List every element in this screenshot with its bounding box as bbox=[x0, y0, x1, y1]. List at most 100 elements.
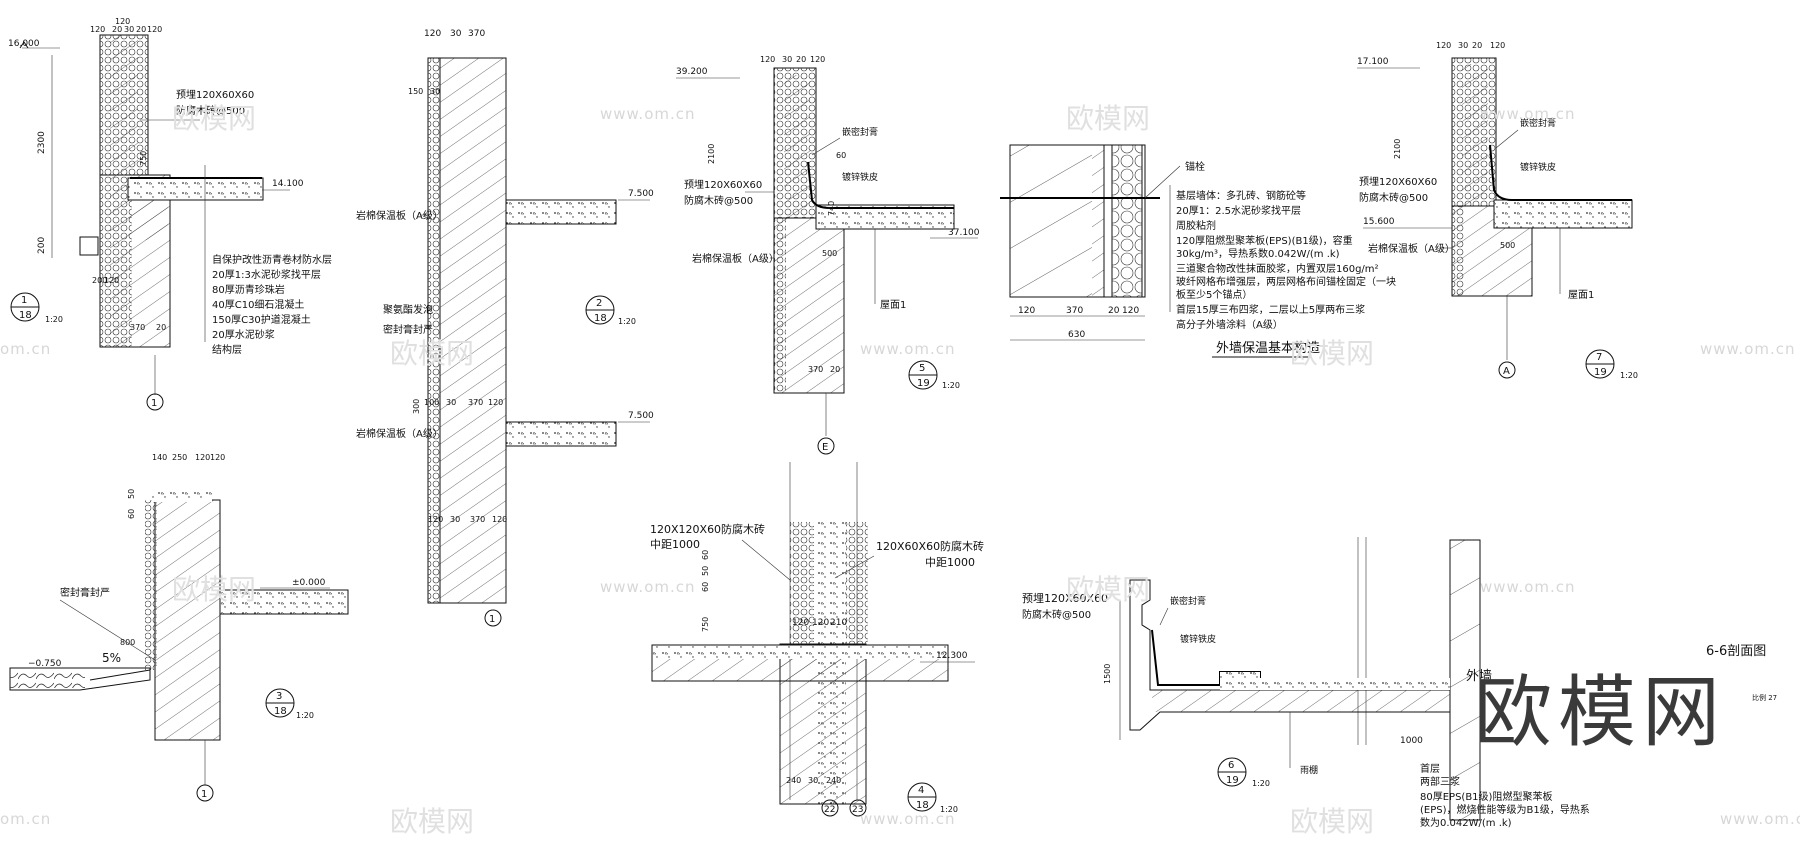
label-zinc: 镀锌铁皮 bbox=[842, 171, 878, 183]
label-seal: 嵌密封膏 bbox=[842, 126, 878, 138]
label-right-2: 中距1000 bbox=[925, 556, 975, 569]
dim: 120 bbox=[424, 29, 441, 39]
insulation-board bbox=[428, 58, 440, 603]
dim: 120 bbox=[812, 618, 829, 628]
watermark-brand: 欧模网 bbox=[390, 805, 475, 838]
sheet-num: 18 bbox=[274, 706, 287, 717]
leader bbox=[811, 137, 841, 156]
watermark-brand: 欧模网 bbox=[172, 573, 257, 606]
note: (EPS)，燃烧性能等级为B1级，导热系 bbox=[1420, 803, 1590, 816]
label-roof: 屋面1 bbox=[1568, 289, 1594, 301]
detail-num: 6 bbox=[1228, 760, 1234, 771]
label-left: 120X120X60防腐木砖 bbox=[650, 522, 765, 536]
floor-slab-2-outline bbox=[505, 421, 617, 447]
layer-item: 120厚阻燃型聚苯板(EPS)(B1级)，容重 bbox=[1176, 234, 1353, 247]
leader bbox=[741, 539, 791, 581]
dim-370: 370 bbox=[130, 323, 145, 332]
dim: 120 bbox=[792, 618, 809, 628]
sheet-num: 19 bbox=[917, 378, 930, 389]
wall-insulation bbox=[1452, 206, 1464, 296]
canopy-finish bbox=[1260, 678, 1450, 690]
dim: 20 bbox=[830, 365, 840, 374]
detail-1: 16.000 2300 200 120 20 30 20 120 120 14.… bbox=[8, 17, 332, 411]
axis-label: E bbox=[822, 442, 828, 453]
roof-slab bbox=[128, 178, 263, 200]
elev: 15.600 bbox=[1363, 217, 1395, 227]
floor-slab bbox=[506, 200, 616, 224]
roof-beam bbox=[128, 200, 168, 240]
dim: 20 bbox=[1472, 41, 1482, 50]
axis-bubble bbox=[196, 784, 214, 802]
label-seal: 密封膏封严 bbox=[383, 323, 433, 336]
detail-wall-insulation: 锚栓 基层墙体：多孔砖、钢筋砼等 20厚1：2.5水泥砂浆找平层 周胶粘剂 12… bbox=[1000, 144, 1396, 358]
layer-item: 自保护改性沥青卷材防水层 bbox=[212, 253, 332, 266]
label-brick-2: 防腐木砖@500 bbox=[176, 104, 245, 117]
watermark-brand: 欧模网 bbox=[1290, 337, 1375, 370]
label-brick-2: 防腐木砖@500 bbox=[684, 194, 753, 207]
label-anchor: 锚栓 bbox=[1185, 160, 1205, 173]
dim-total: 630 bbox=[1068, 330, 1085, 340]
sheet-num: 18 bbox=[594, 313, 607, 324]
label-roof: 屋面1 bbox=[880, 299, 906, 311]
wall-body bbox=[440, 58, 506, 603]
dim: 120 bbox=[1018, 306, 1035, 316]
sheet-num: 19 bbox=[1226, 775, 1239, 786]
detail-3: 140 250 120 120 50 60 ±0.000 密封膏封严 800 5… bbox=[9, 453, 349, 802]
dim: 120 bbox=[210, 453, 225, 462]
dim-top-120: 120 bbox=[115, 17, 130, 26]
ground-slab-outline bbox=[219, 589, 349, 615]
elev: ±0.000 bbox=[292, 578, 326, 588]
flashing bbox=[1489, 144, 1632, 201]
layer-item: 30kg/m³，导热系数0.042W/(m .k) bbox=[1176, 247, 1340, 260]
dim: 30 bbox=[446, 398, 456, 407]
dim-top-1: 120 bbox=[90, 25, 105, 34]
scale: 1:20 bbox=[1620, 371, 1638, 380]
slope: 5% bbox=[102, 651, 121, 665]
dim: 120 bbox=[195, 453, 210, 462]
axis-bubble bbox=[821, 799, 839, 817]
label-zinc: 镀锌铁皮 bbox=[1520, 161, 1556, 173]
axis-label: 1 bbox=[201, 789, 207, 800]
label-board: 岩棉保温板（A级） bbox=[356, 209, 443, 222]
layer-item: 玻纤网格布增强层，两层网格布间锚栓固定（一块 bbox=[1176, 275, 1396, 288]
elev: 37.100 bbox=[948, 228, 980, 238]
watermark-brand: 欧模网 bbox=[1066, 102, 1151, 135]
axis-label: 23 bbox=[852, 805, 863, 815]
label-ext: 外墙 bbox=[1466, 669, 1492, 684]
floor-slab-2 bbox=[506, 422, 616, 446]
dim: 120 bbox=[1436, 41, 1451, 50]
dim: 20 bbox=[796, 55, 806, 64]
wall-outline bbox=[1009, 144, 1146, 298]
label-right: 120X60X60防腐木砖 bbox=[876, 539, 984, 553]
label-brick: 预埋120X60X60 bbox=[176, 89, 254, 101]
layer-item: 板至少5个锚点） bbox=[1176, 288, 1252, 301]
watermark-brand: 欧模网 bbox=[1066, 573, 1151, 606]
dim: 30 bbox=[1458, 41, 1468, 50]
insulation bbox=[790, 522, 814, 644]
axis-bubble bbox=[817, 437, 835, 455]
dim: 500 bbox=[1500, 241, 1515, 250]
elev: −0.750 bbox=[28, 659, 62, 669]
dim: 120 bbox=[428, 515, 443, 524]
dim-120-b: 120 bbox=[104, 276, 119, 285]
dim-750: 750 bbox=[139, 151, 148, 166]
scale: 1:20 bbox=[1252, 779, 1270, 788]
scale: 1:20 bbox=[618, 317, 636, 326]
label-foam: 聚氨酯发泡 bbox=[383, 303, 433, 316]
watermark-url: om.cn bbox=[0, 340, 52, 358]
dim: 370 bbox=[470, 515, 485, 524]
dim: 30 bbox=[450, 515, 460, 524]
dim-2300: 2300 bbox=[37, 131, 47, 154]
dim-top-3: 30 bbox=[124, 25, 134, 34]
scale: 1:20 bbox=[45, 315, 63, 324]
dim: 2100 bbox=[1393, 139, 1402, 159]
dim: 750 bbox=[701, 617, 710, 632]
dim-200-b: 200 bbox=[92, 276, 107, 285]
label-board-2: 岩棉保温板（A级） bbox=[356, 427, 443, 440]
watermark-brand: 欧模网 bbox=[172, 102, 257, 135]
floor-slab-outline bbox=[505, 199, 617, 225]
dim-20: 20 bbox=[156, 323, 166, 332]
label-seal: 嵌密封膏 bbox=[1520, 117, 1556, 129]
dim: 740 bbox=[827, 201, 836, 216]
label-left-2: 中距1000 bbox=[650, 538, 700, 551]
